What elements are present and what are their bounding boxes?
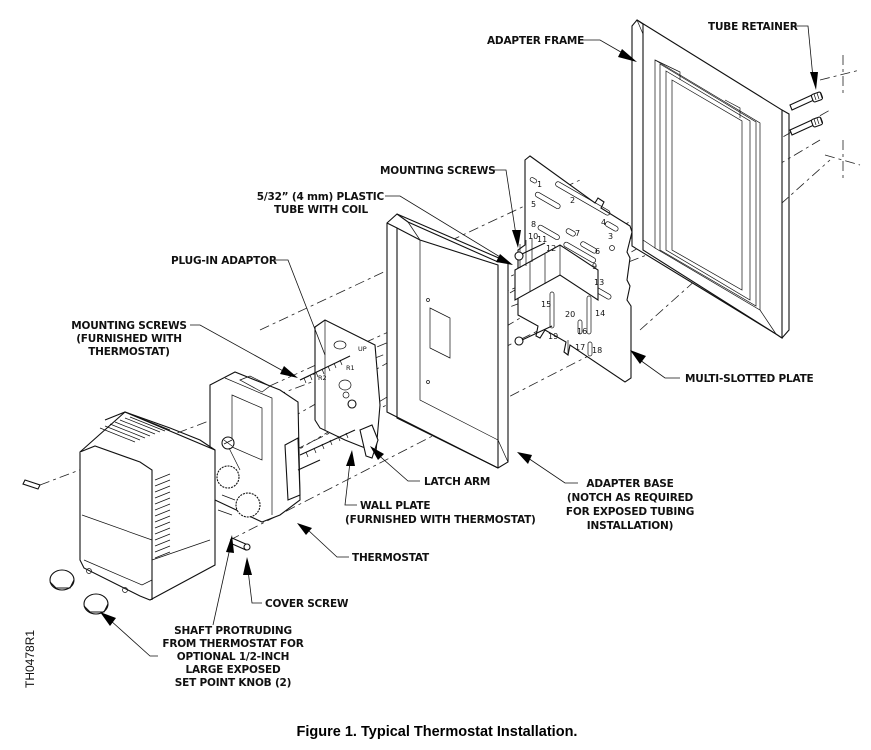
label-wall-plate-line2: (FURNISHED WITH THERMOSTAT) bbox=[345, 514, 536, 526]
label-adapter-base-line3: FOR EXPOSED TUBING bbox=[566, 506, 694, 518]
cover-vents bbox=[99, 415, 171, 559]
label-plastic-tube-line2: TUBE WITH COIL bbox=[274, 204, 369, 216]
label-wall-plate-line1: WALL PLATE bbox=[360, 500, 430, 512]
plate-number: 2 bbox=[570, 196, 575, 205]
label-latch-arm: LATCH ARM bbox=[424, 476, 490, 488]
label-mounting-screws-left-line2: (FURNISHED WITH bbox=[76, 333, 182, 345]
mounting-screws-top bbox=[514, 242, 553, 346]
figure-caption: Figure 1. Typical Thermostat Installatio… bbox=[297, 724, 578, 740]
plate-number: 5 bbox=[531, 200, 536, 209]
label-shaft-line2: FROM THERMOSTAT FOR bbox=[162, 638, 303, 650]
plate-number: 20 bbox=[565, 310, 575, 319]
label-adapter-base-line4: INSTALLATION) bbox=[587, 520, 673, 532]
label-shaft-line5: SET POINT KNOB (2) bbox=[175, 677, 292, 689]
label-adapter-frame: ADAPTER FRAME bbox=[487, 35, 584, 47]
plate-number: 6 bbox=[595, 247, 600, 256]
plate-number: 10 bbox=[528, 232, 538, 241]
plate-number: 16 bbox=[577, 327, 587, 336]
label-cover-screw: COVER SCREW bbox=[265, 598, 349, 610]
label-mounting-screws-left-line1: MOUNTING SCREWS bbox=[71, 320, 187, 332]
label-plastic-tube-line1: 5/32” (4 mm) PLASTIC bbox=[257, 191, 385, 203]
plate-number: 14 bbox=[595, 309, 605, 318]
cover-screws bbox=[22, 479, 251, 551]
label-mounting-screws-left-line3: THERMOSTAT) bbox=[88, 346, 170, 358]
label-shaft-line3: OPTIONAL 1/2-INCH bbox=[177, 651, 289, 663]
label-shaft-line4: LARGE EXPOSED bbox=[185, 664, 281, 676]
set-point-knobs bbox=[49, 569, 109, 615]
plate-number: 13 bbox=[594, 278, 604, 287]
drawing-code: TH0478R1 bbox=[23, 630, 37, 688]
plate-number: 3 bbox=[608, 232, 613, 241]
multi-slotted-plate: 1 2 3 4 5 6 7 8 9 10 11 12 13 14 15 16 1… bbox=[514, 155, 633, 383]
callout-labels: ADAPTER FRAME TUBE RETAINER MOUNTING SCR… bbox=[71, 21, 813, 689]
plate-number: 19 bbox=[548, 332, 558, 341]
r2-mark: R2 bbox=[318, 374, 327, 382]
plate-number: 4 bbox=[601, 218, 606, 227]
label-multi-slotted-plate: MULTI-SLOTTED PLATE bbox=[685, 373, 814, 385]
plate-number: 12 bbox=[546, 244, 556, 253]
thermostat-cover bbox=[79, 411, 216, 601]
plate-number: 7 bbox=[575, 229, 580, 238]
r1-mark: R1 bbox=[346, 364, 355, 372]
adapter-frame bbox=[631, 19, 790, 340]
plate-number: 18 bbox=[592, 346, 602, 355]
leader-lines bbox=[100, 25, 818, 657]
tube-retainers bbox=[789, 91, 824, 136]
label-shaft-line1: SHAFT PROTRUDING bbox=[174, 625, 292, 637]
plate-number: 17 bbox=[575, 343, 585, 352]
label-mounting-screws-top: MOUNTING SCREWS bbox=[380, 165, 496, 177]
plate-number: 11 bbox=[537, 235, 547, 244]
plate-number: 9 bbox=[592, 262, 597, 271]
label-adapter-base-line2: (NOTCH AS REQUIRED bbox=[567, 492, 694, 504]
adapter-base bbox=[386, 213, 509, 469]
plate-number: 1 bbox=[537, 180, 542, 189]
thermostat bbox=[209, 371, 321, 523]
label-plug-in-adaptor: PLUG-IN ADAPTOR bbox=[171, 255, 277, 267]
label-adapter-base-line1: ADAPTER BASE bbox=[586, 478, 673, 490]
plate-number: 8 bbox=[531, 220, 536, 229]
up-mark: UP bbox=[358, 345, 367, 353]
label-tube-retainer: TUBE RETAINER bbox=[708, 21, 798, 33]
wall-plate: UP R1 R2 bbox=[299, 319, 381, 459]
label-thermostat: THERMOSTAT bbox=[352, 552, 430, 564]
plate-number: 15 bbox=[541, 300, 551, 309]
